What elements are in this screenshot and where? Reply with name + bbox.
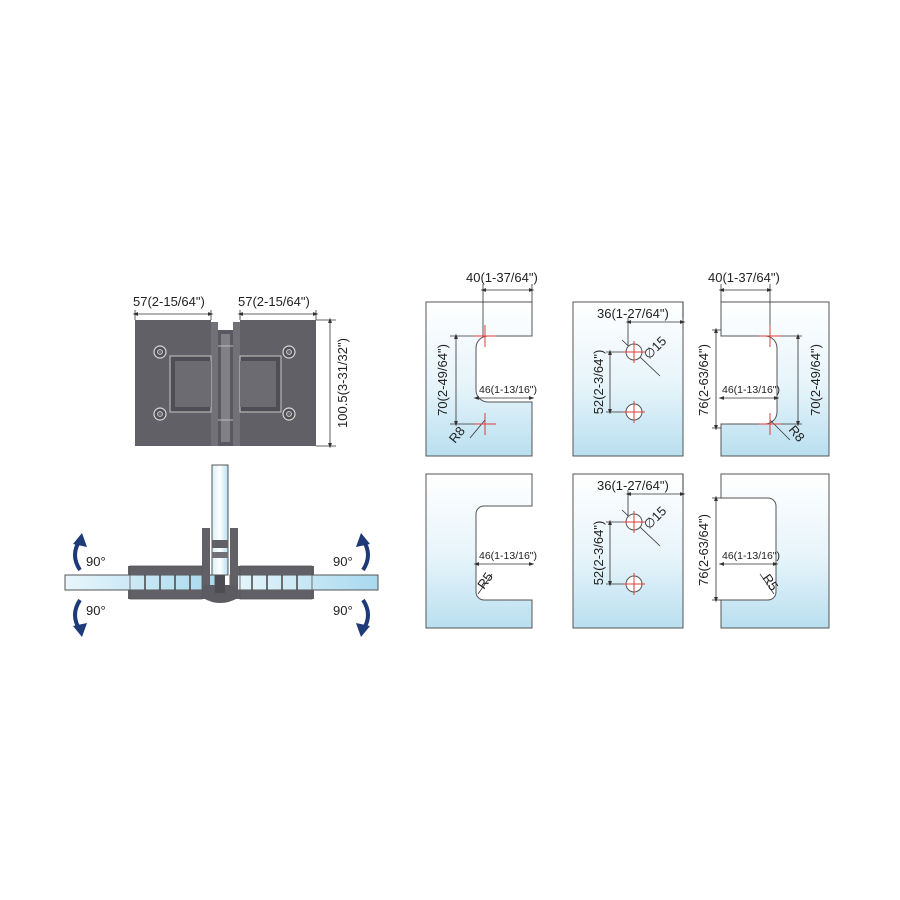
- hole-icon: [623, 401, 645, 423]
- hole-icon: [623, 573, 645, 595]
- rotate-up-left-arrow-icon: [73, 533, 87, 572]
- height-label: 100.5(3-31/32"): [335, 338, 350, 428]
- p4-depth: 46(1-13/16"): [479, 550, 537, 562]
- left-glass: [64, 574, 216, 591]
- cutout-panel-5: 36(1-27/64") 52(2-3/64") ∅15: [572, 473, 686, 629]
- p3-width: 40(1-37/64"): [708, 270, 780, 285]
- p3-height-right: 70(2-49/64"): [808, 344, 823, 416]
- center-marker-icon: [759, 325, 781, 347]
- cutout-panel-6: 76(2-63/64") 46(1-13/16") R5: [696, 473, 830, 629]
- p4-radius: R5: [474, 569, 496, 591]
- cutout-panel-1: 40(1-37/64") 70(2-49/64") 46(1-13/16") R…: [425, 270, 538, 457]
- p3-depth: 46(1-13/16"): [722, 384, 780, 396]
- center-marker-icon: [474, 325, 496, 347]
- rotate-down-left-arrow-icon: [73, 598, 87, 637]
- hinge-front-view: 57(2-15/64") 57(2-15/64") 100.5(3-31/32"…: [132, 294, 350, 449]
- p1-height: 70(2-49/64"): [435, 344, 450, 416]
- p1-width: 40(1-37/64"): [466, 270, 538, 285]
- p2-spacing: 52(2-3/64"): [591, 350, 606, 415]
- p5-spacing: 52(2-3/64"): [591, 521, 606, 586]
- hinge-top-view: 90° 90° 90° 90°: [64, 464, 379, 637]
- cutout-panel-4: 46(1-13/16") R5: [425, 473, 537, 629]
- screw-icon: [282, 407, 296, 421]
- hole-icon: [623, 511, 645, 533]
- angle-bottom-right: 90°: [333, 603, 353, 618]
- vertical-glass: [211, 464, 229, 576]
- left-width-label: 57(2-15/64"): [133, 294, 205, 309]
- center-marker-icon: [474, 413, 496, 435]
- hole-icon: [623, 341, 645, 363]
- screw-icon: [282, 345, 296, 359]
- screw-icon: [153, 345, 167, 359]
- screw-icon: [153, 407, 167, 421]
- right-clamp: [236, 566, 314, 575]
- rotate-up-right-arrow-icon: [356, 533, 370, 572]
- angle-top-right: 90°: [333, 554, 353, 569]
- p6-height: 76(2-63/64"): [696, 514, 711, 586]
- rotate-down-right-arrow-icon: [356, 598, 370, 637]
- center-marker-icon: [759, 413, 781, 435]
- right-width-label: 57(2-15/64"): [238, 294, 310, 309]
- angle-top-left: 90°: [86, 554, 106, 569]
- p6-depth: 46(1-13/16"): [722, 550, 780, 562]
- left-clamp: [128, 566, 206, 575]
- p5-offset: 36(1-27/64"): [597, 478, 669, 493]
- cutout-panel-2: 36(1-27/64") 52(2-3/64") ∅15: [572, 301, 686, 457]
- p3-height-left: 76(2-63/64"): [696, 344, 711, 416]
- cutout-panel-3: 40(1-37/64") 76(2-63/64") 70(2-49/64") 4…: [696, 270, 830, 457]
- p2-offset: 36(1-27/64"): [597, 306, 669, 321]
- p1-depth: 46(1-13/16"): [479, 384, 537, 396]
- angle-bottom-left: 90°: [86, 603, 106, 618]
